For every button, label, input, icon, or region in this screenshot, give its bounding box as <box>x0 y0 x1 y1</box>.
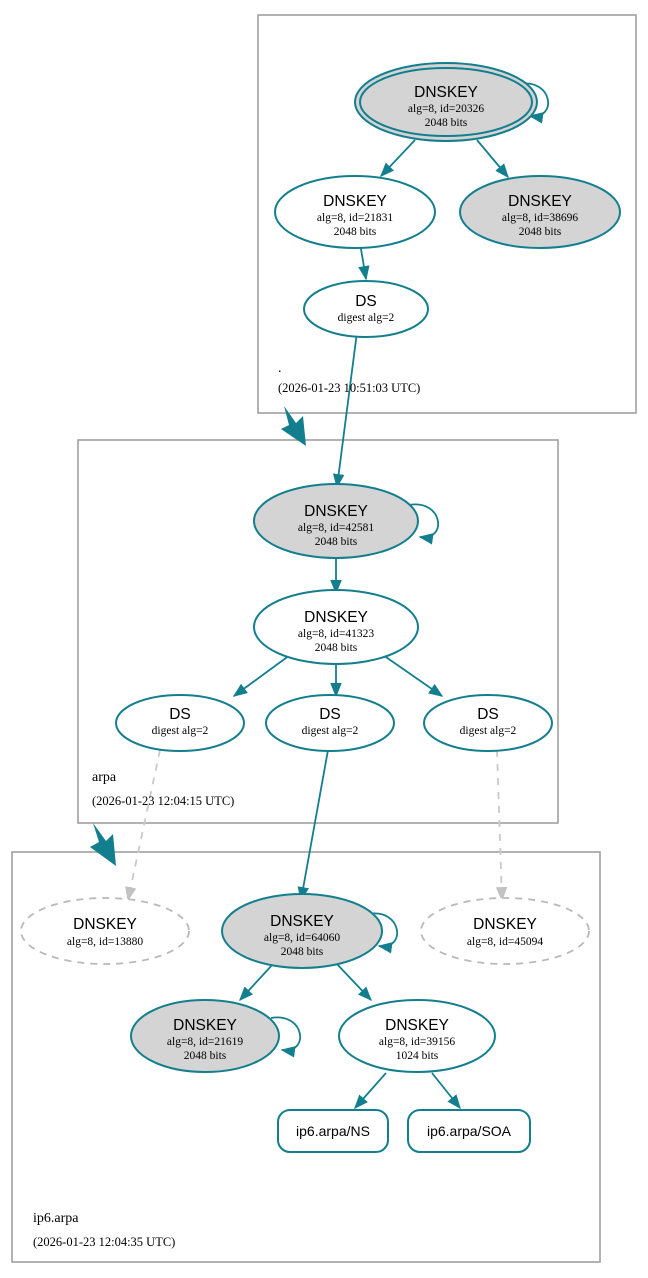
dnskey-21619-size: 2048 bits <box>184 1050 227 1062</box>
zone-label-root: . <box>278 361 282 376</box>
edge-ip6-ksk-to-21619 <box>239 963 274 1002</box>
dnskey-64060-params: alg=8, id=64060 <box>264 932 340 944</box>
dnskey-38696-params: alg=8, id=38696 <box>502 212 578 224</box>
edge-ip6-39156-to-ns <box>354 1072 387 1110</box>
zone-box-ip6-arpa <box>11 851 601 1263</box>
ds-arpa-right-title: DS <box>477 706 499 723</box>
edge-arpa-ds-right-to-45094 <box>495 749 508 902</box>
node-dnskey-39156[interactable]: DNSKEY alg=8, id=39156 1024 bits <box>338 999 496 1073</box>
ds-arpa-mid-params: digest alg=2 <box>302 725 359 737</box>
dnskey-45094-title: DNSKEY <box>473 916 537 933</box>
zone-box-arpa <box>77 439 559 824</box>
node-dnskey-21831[interactable]: DNSKEY alg=8, id=21831 2048 bits <box>274 175 436 249</box>
edge-arpa-ds-left-to-13880 <box>125 749 161 902</box>
node-dnskey-64060[interactable]: DNSKEY alg=8, id=64060 2048 bits <box>221 893 383 969</box>
dnskey-21619-title: DNSKEY <box>173 1017 237 1034</box>
dnskey-21831-size: 2048 bits <box>334 226 377 238</box>
edge-arpa-zsk-to-ds-right <box>382 654 444 697</box>
dnskey-21619-ring <box>130 999 280 1073</box>
dnskey-38696-size: 2048 bits <box>519 226 562 238</box>
rrset-ns-label: ip6.arpa/NS <box>296 1123 370 1139</box>
node-dnskey-20326[interactable]: DNSKEY alg=8, id=20326 2048 bits <box>354 62 538 142</box>
node-dnskey-13880[interactable]: DNSKEY alg=8, id=13880 <box>20 897 190 965</box>
dnskey-39156-size: 1024 bits <box>396 1050 439 1062</box>
dnskey-42581-ring <box>253 483 419 559</box>
dnskey-64060-title: DNSKEY <box>270 913 334 930</box>
dnskey-20326-outer-ring <box>354 62 538 142</box>
edge-root-ksk-to-38696 <box>476 139 509 179</box>
ds-arpa-right-ring <box>423 694 553 752</box>
dnskey-42581-title: DNSKEY <box>304 503 368 520</box>
edge-root-ds-to-arpa-ksk <box>332 331 358 489</box>
node-dnskey-38696[interactable]: DNSKEY alg=8, id=38696 2048 bits <box>459 175 621 249</box>
ds-root-title: DS <box>355 293 377 310</box>
ds-root-params: digest alg=2 <box>338 312 395 324</box>
rrset-soa-label: ip6.arpa/SOA <box>427 1123 512 1139</box>
dnskey-20326-params: alg=8, id=20326 <box>408 103 484 115</box>
zone-label-arpa: arpa <box>92 770 117 785</box>
dnskey-13880-title: DNSKEY <box>73 916 137 933</box>
rrset-ns-box <box>277 1109 389 1153</box>
edge-arpa-zsk-to-ds-left <box>232 654 291 697</box>
edge-root-21831-to-ds <box>358 242 370 281</box>
ds-arpa-mid-ring <box>265 694 395 752</box>
dnskey-45094-ring <box>420 897 590 965</box>
dnskey-13880-params: alg=8, id=13880 <box>67 936 143 948</box>
edge-arpa-ksk-selfsign <box>408 503 439 545</box>
dnskey-20326-title: DNSKEY <box>414 84 478 101</box>
dnskey-41323-params: alg=8, id=41323 <box>298 628 374 640</box>
zone-timestamp-arpa: (2026-01-23 12:04:15 UTC) <box>92 794 234 808</box>
node-ds-arpa-mid[interactable]: DS digest alg=2 <box>265 694 395 752</box>
zone-timestamp-root: (2026-01-23 10:51:03 UTC) <box>278 381 420 395</box>
zone-timestamp-ip6-arpa: (2026-01-23 12:04:35 UTC) <box>33 1235 175 1249</box>
ds-arpa-left-ring <box>115 694 245 752</box>
node-dnskey-45094[interactable]: DNSKEY alg=8, id=45094 <box>420 897 590 965</box>
ds-root-ring <box>303 280 429 338</box>
edge-ip6-21619-selfsign <box>270 1016 301 1058</box>
edge-ip6-39156-to-soa <box>431 1072 461 1110</box>
dnskey-39156-params: alg=8, id=39156 <box>379 1036 455 1048</box>
ds-arpa-left-title: DS <box>169 706 191 723</box>
node-dnskey-42581[interactable]: DNSKEY alg=8, id=42581 2048 bits <box>253 483 419 559</box>
ds-arpa-left-params: digest alg=2 <box>152 725 209 737</box>
rrset-soa-box <box>407 1109 531 1153</box>
node-dnskey-41323[interactable]: DNSKEY alg=8, id=41323 2048 bits <box>253 589 419 665</box>
dnskey-42581-size: 2048 bits <box>315 536 358 548</box>
ds-arpa-right-params: digest alg=2 <box>460 725 517 737</box>
dnskey-21619-params: alg=8, id=21619 <box>167 1036 243 1048</box>
zone-box-root <box>257 14 637 414</box>
dnskey-13880-ring <box>20 897 190 965</box>
dnskey-21831-title: DNSKEY <box>323 193 387 210</box>
dnskey-41323-title: DNSKEY <box>304 609 368 626</box>
zone-label-ip6-arpa: ip6.arpa <box>33 1211 79 1226</box>
dnskey-42581-params: alg=8, id=42581 <box>298 522 374 534</box>
dnskey-39156-title: DNSKEY <box>385 1017 449 1034</box>
edge-arpa-ds-mid-to-ip6-ksk <box>297 749 329 902</box>
dnskey-21831-ring <box>274 175 436 249</box>
dnskey-38696-title: DNSKEY <box>508 193 572 210</box>
edge-root-ksk-selfsign <box>518 82 549 124</box>
dnskey-20326-inner-ring <box>359 67 533 137</box>
node-rrset-soa[interactable]: ip6.arpa/SOA <box>407 1109 531 1153</box>
node-ds-root[interactable]: DS digest alg=2 <box>303 280 429 338</box>
dnskey-41323-size: 2048 bits <box>315 642 358 654</box>
dnskey-45094-params: alg=8, id=45094 <box>467 936 543 948</box>
dnskey-38696-ring <box>459 175 621 249</box>
node-dnskey-21619[interactable]: DNSKEY alg=8, id=21619 2048 bits <box>130 999 280 1073</box>
edge-ip6-ksk-to-39156 <box>334 961 372 1002</box>
dnskey-64060-size: 2048 bits <box>281 946 324 958</box>
dnskey-21831-params: alg=8, id=21831 <box>317 212 393 224</box>
zone-transition-arrow-root-to-arpa <box>281 406 306 446</box>
dnskey-39156-ring <box>338 999 496 1073</box>
dnskey-20326-size: 2048 bits <box>425 117 468 129</box>
edge-ip6-ksk-selfsign <box>367 912 398 954</box>
edge-root-ksk-to-21831 <box>380 139 416 178</box>
zone-transition-arrow-arpa-to-ip6arpa <box>90 823 116 866</box>
node-ds-arpa-right[interactable]: DS digest alg=2 <box>423 694 553 752</box>
dnskey-41323-ring <box>253 589 419 665</box>
node-rrset-ns[interactable]: ip6.arpa/NS <box>277 1109 389 1153</box>
node-ds-arpa-left[interactable]: DS digest alg=2 <box>115 694 245 752</box>
ds-arpa-mid-title: DS <box>319 706 341 723</box>
dnskey-64060-ring <box>221 893 383 969</box>
